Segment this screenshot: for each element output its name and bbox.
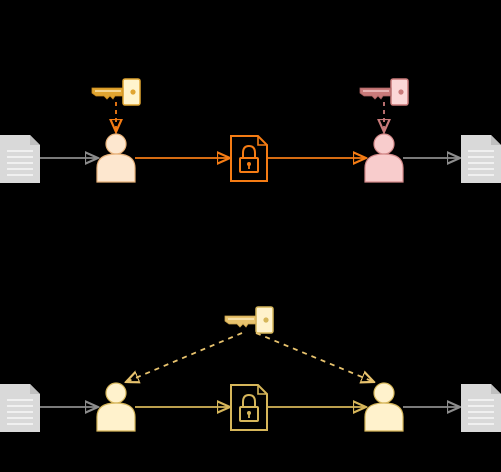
private-key-icon xyxy=(359,78,409,106)
plaintext-document-icon xyxy=(0,135,40,183)
encrypted-file-icon-2 xyxy=(230,384,268,431)
asymmetric-row xyxy=(0,78,501,183)
decrypted-document-icon xyxy=(461,135,501,183)
shared-key-to-receiver-arrow xyxy=(255,332,374,382)
sender-person-icon-2 xyxy=(96,382,136,432)
public-key-icon xyxy=(91,78,141,106)
encrypted-file-icon xyxy=(230,135,268,182)
symmetric-row xyxy=(0,306,501,432)
shared-key-icon xyxy=(224,306,274,334)
receiver-person-icon xyxy=(364,133,404,183)
shared-key-to-sender-arrow xyxy=(126,332,243,382)
sender-person-icon xyxy=(96,133,136,183)
decrypted-document-icon-2 xyxy=(461,384,501,432)
receiver-person-icon-2 xyxy=(364,382,404,432)
plaintext-document-icon-2 xyxy=(0,384,40,432)
